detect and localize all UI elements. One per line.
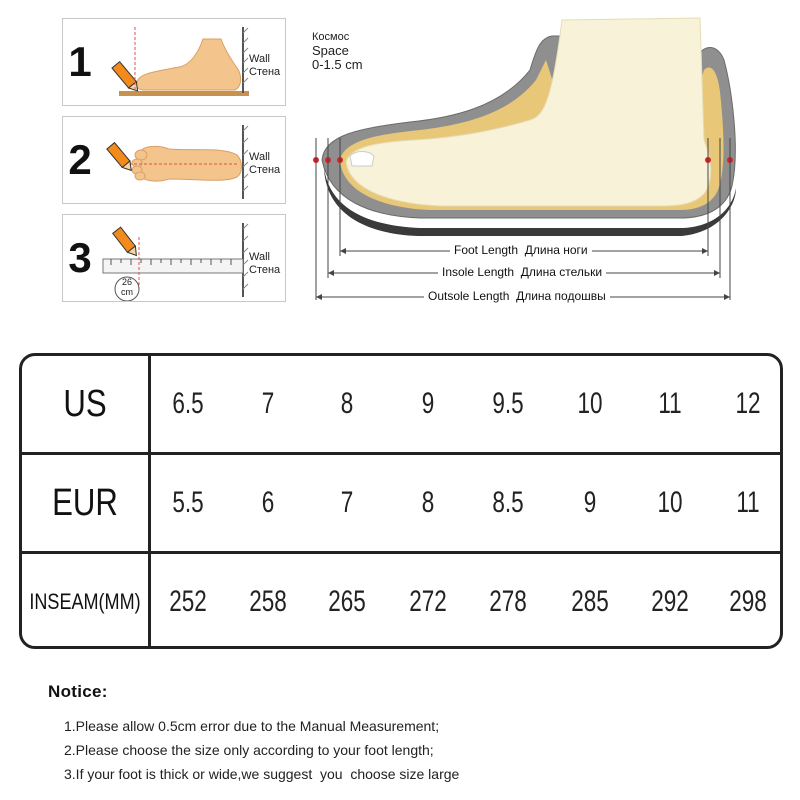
notice-section: Notice: 1.Please allow 0.5cm error due t… xyxy=(48,682,768,786)
foot-shape xyxy=(135,38,242,91)
floor-board xyxy=(119,91,249,96)
step-number: 1 xyxy=(68,38,92,85)
table-cell: 7 xyxy=(340,486,354,519)
outsole-length-label: Outsole Length Длина подошвы xyxy=(424,289,610,303)
table-cell: 8.5 xyxy=(492,486,524,519)
size-chart-table: US 6.5 7 8 9 9.5 10 11 12 EUR 5.5 6 7 8 … xyxy=(19,353,783,649)
table-cell: 5.5 xyxy=(172,486,204,519)
shoe-illustration xyxy=(313,17,736,300)
table-cell: 258 xyxy=(249,585,287,618)
row-header: EUR xyxy=(52,481,118,524)
foot-length-label: Foot Length Длина ноги xyxy=(450,243,592,257)
shoe-diagram: Космос Space 0-1.5 cm xyxy=(300,0,800,320)
table-row-us: US 6.5 7 8 9 9.5 10 11 12 xyxy=(22,356,780,452)
column-separator xyxy=(148,356,151,646)
foot-inside xyxy=(345,17,712,207)
wall-hatch xyxy=(242,27,249,84)
notice-line: 2.Please choose the size only according … xyxy=(64,742,434,758)
table-row-eur: EUR 5.5 6 7 8 8.5 9 10 11 xyxy=(22,455,780,551)
table-cell: 6 xyxy=(261,486,275,519)
row-header: US xyxy=(63,382,107,425)
ruler xyxy=(102,258,244,274)
table-cell: 252 xyxy=(169,585,207,618)
table-cell: 272 xyxy=(409,585,447,618)
space-label: Космос Space 0-1.5 cm xyxy=(312,31,363,72)
table-cell: 11 xyxy=(658,387,682,420)
table-cell: 285 xyxy=(571,585,609,618)
pencil-icon xyxy=(111,60,139,92)
table-cell: 10 xyxy=(657,486,683,519)
table-cell: 278 xyxy=(489,585,527,618)
ruler-illustration xyxy=(102,223,249,301)
row-separator xyxy=(22,551,780,554)
foot-side-illustration xyxy=(111,27,249,96)
table-cell: 292 xyxy=(651,585,689,618)
ruler-ticks xyxy=(110,259,232,265)
foot-top-illustration xyxy=(106,125,249,199)
insole-length-label: Insole Length Длина стельки xyxy=(438,265,607,279)
table-cell: 10 xyxy=(577,387,603,420)
table-cell: 9 xyxy=(421,387,435,420)
table-cell: 11 xyxy=(736,486,760,519)
table-cell: 298 xyxy=(729,585,767,618)
pencil-icon xyxy=(106,141,132,172)
row-header: INSEAM(MM) xyxy=(29,589,141,614)
shoe-sole xyxy=(324,168,736,236)
step-number: 2 xyxy=(68,136,92,183)
table-cell: 9.5 xyxy=(492,387,524,420)
arrow-heads xyxy=(316,248,730,300)
table-cell: 9 xyxy=(583,486,597,519)
table-row-inseam: INSEAM(MM) 252 258 265 272 278 285 292 2… xyxy=(22,554,780,646)
table-cell: 8 xyxy=(340,387,354,420)
notice-title: Notice: xyxy=(48,682,108,701)
wall-hatch xyxy=(242,125,249,192)
guide-lines xyxy=(315,138,731,300)
table-cell: 8 xyxy=(421,486,435,519)
table-cell: 6.5 xyxy=(172,387,204,420)
toes xyxy=(131,149,148,181)
row-separator xyxy=(22,452,780,455)
notice-line: 1.Please allow 0.5cm error due to the Ma… xyxy=(64,718,440,734)
wall-hatch xyxy=(242,223,249,290)
table-cell: 7 xyxy=(261,387,275,420)
measurement-circle xyxy=(114,276,140,301)
toe-nail xyxy=(349,151,375,167)
step-3-panel: 3 xyxy=(62,214,286,302)
step-number: 3 xyxy=(68,234,92,281)
table-cell: 265 xyxy=(328,585,366,618)
notice-line: 3.If your foot is thick or wide,we sugge… xyxy=(64,766,460,782)
table-cell: 12 xyxy=(735,387,761,420)
pencil-icon xyxy=(112,226,137,257)
